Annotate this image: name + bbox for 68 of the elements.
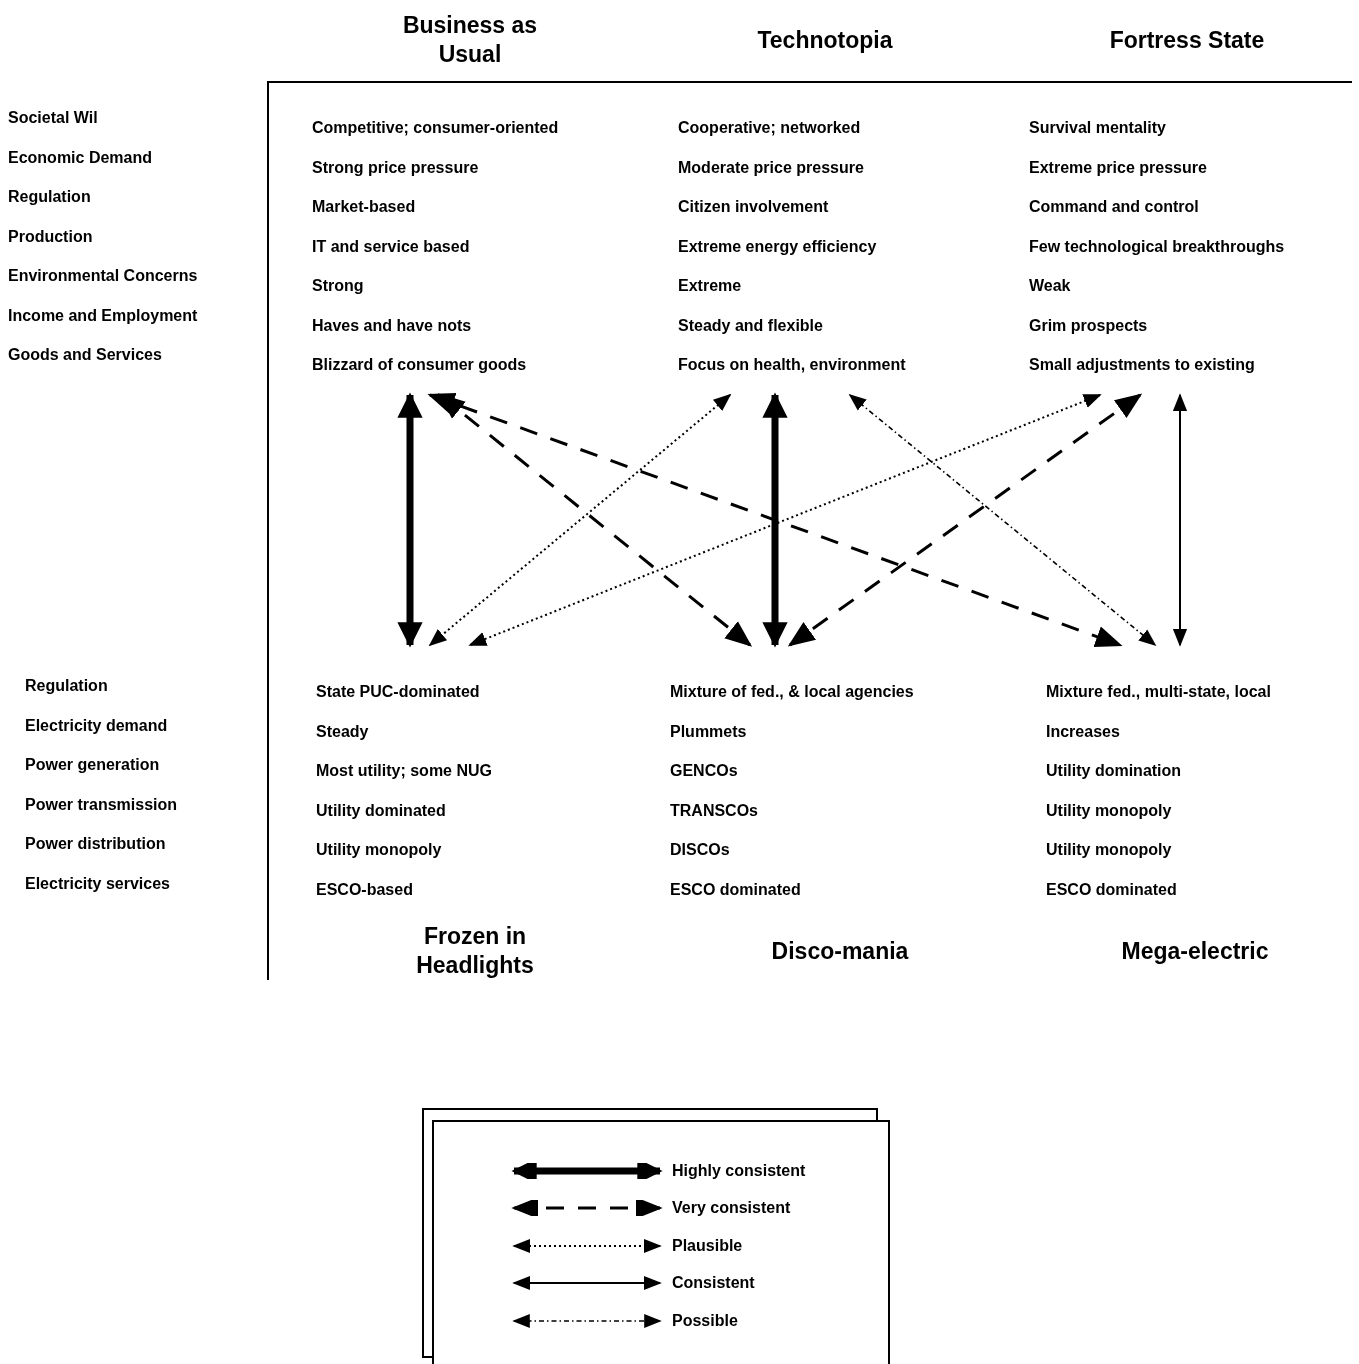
consistency-arrow [397,392,423,648]
attribute-value: Utility monopoly [1046,801,1172,819]
scenario-title: Mega-electric [1121,936,1269,966]
attribute-value: ESCO dominated [670,880,801,898]
attribute-value: ESCO dominated [1046,880,1177,898]
attribute-value: Extreme energy efficiency [678,237,877,255]
row-label: Production [8,226,94,247]
row-label: Power transmission [25,794,178,815]
attribute-value: Few technological breakthroughs [1029,237,1285,255]
consistency-arrow [1172,393,1188,647]
row-label: Societal Wil [8,108,99,128]
attribute-value: Command and control [1029,198,1199,215]
legend-label: Consistent [672,1274,755,1293]
row-label: Income and Employment [8,305,198,326]
attribute-value: DISCOs [670,841,730,858]
attribute-value: Citizen involvement [678,198,829,215]
legend-label: Plausible [672,1236,743,1255]
attribute-value: Utility monopoly [1046,841,1172,858]
attribute-value: Grim prospects [1029,316,1148,334]
row-label: Economic Demand [8,147,154,168]
row-label: Electricity demand [25,715,169,736]
attribute-value: Blizzard of consumer goods [312,356,527,373]
row-label: Environmental Concerns [8,266,198,286]
row-label: Electricity services [25,873,171,894]
attribute-value: IT and service based [312,237,470,255]
attribute-value: Plummets [670,722,747,740]
attribute-value: Weak [1029,277,1071,294]
consistency-arrow [787,393,1143,647]
legend-label: Possible [672,1311,738,1330]
attribute-value: Steady [316,722,369,740]
attribute-value: Utility monopoly [316,841,442,858]
row-label: Regulation [8,187,92,207]
row-label: Regulation [25,676,109,696]
attribute-value: Most utility; some NUG [316,762,492,779]
attribute-value: Competitive; consumer-oriented [312,119,559,136]
attribute-value: Extreme price pressure [1029,158,1207,176]
row-label: Power generation [25,755,161,775]
attribute-value: Strong [312,277,364,294]
consistency-arrow [762,392,788,648]
attribute-value: GENCOs [670,762,738,779]
attribute-value: Strong price pressure [312,158,479,176]
attribute-value: Cooperative; networked [678,119,861,136]
scenario-title: Business as Usual [401,11,539,69]
row-label: Power distribution [25,834,167,854]
attribute-value: Haves and have nots [312,316,472,334]
attribute-value: Extreme [678,277,742,294]
attribute-value: Mixture of fed., & local agencies [670,683,914,700]
consistency-arrow [848,393,1157,647]
attribute-value: State PUC-dominated [316,683,480,700]
attribute-value: Steady and flexible [678,316,823,334]
attribute-value: Moderate price pressure [678,158,864,176]
attribute-value: Market-based [312,198,416,215]
attribute-value: Mixture fed., multi-state, local [1046,683,1271,700]
attribute-value: Utility dominated [316,801,446,819]
scenario-title: Technotopia [757,25,893,55]
scenario-title: Fortress State [1109,25,1265,55]
legend-label: Highly consistent [672,1161,806,1180]
scenario-title: Frozen in Headlights [415,922,535,980]
attribute-value: ESCO-based [316,880,413,898]
attribute-value: Small adjustments to existing [1029,356,1255,373]
attribute-value: TRANSCOs [670,801,758,819]
scenario-title: Disco-mania [771,936,909,966]
attribute-value: Utility domination [1046,762,1182,779]
attribute-value: Survival mentality [1029,119,1166,136]
legend-label: Very consistent [672,1199,791,1218]
row-label: Goods and Services [8,345,163,365]
attribute-value: Increases [1046,722,1120,740]
attribute-value: Focus on health, environment [678,356,906,373]
